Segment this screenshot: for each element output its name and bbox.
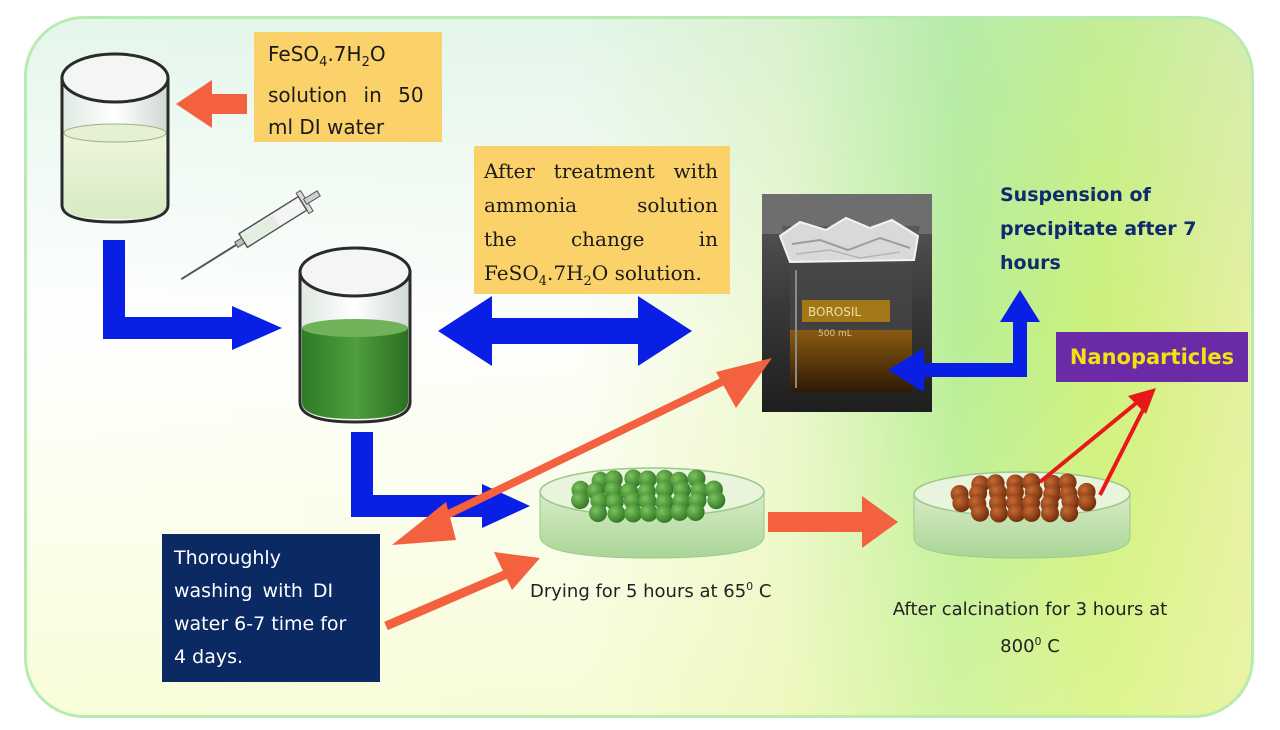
ammonia-treatment-box: After treatment with ammonia solution th… <box>474 146 730 294</box>
double-arrow-to-photo <box>438 296 692 366</box>
green-bead <box>607 504 626 523</box>
washing-line4: 4 days. <box>174 646 244 668</box>
arrow-washing-to-dish <box>384 552 540 631</box>
arrow-beaker1-to-beaker2 <box>103 240 282 350</box>
green-bead <box>571 491 590 510</box>
calcination-line2: 8000 C <box>1000 635 1060 657</box>
nanoparticles-box: Nanoparticles <box>1056 332 1248 382</box>
washing-box: Thoroughly washing with DI water 6-7 tim… <box>162 534 380 682</box>
calcination-caption: After calcination for 3 hours at 8000 C <box>870 594 1190 663</box>
photo-label-brand: BOROSIL <box>808 305 861 319</box>
ammonia-line2: ammonia solution <box>484 193 718 217</box>
suspension-line3: hours <box>1000 252 1061 274</box>
brown-bead <box>1022 503 1041 522</box>
green-bead <box>686 503 705 521</box>
ammonia-line1: After treatment with <box>484 159 718 183</box>
suspension-line1: Suspension of <box>1000 184 1151 206</box>
washing-line3: water 6-7 time for <box>174 613 347 635</box>
feso4-line1: FeSO4.7H2O <box>268 42 386 70</box>
nanoparticles-label: Nanoparticles <box>1069 345 1235 369</box>
washing-line2: washing with DI <box>174 580 334 602</box>
green-bead <box>623 491 642 510</box>
green-bead <box>655 504 674 523</box>
feso4-solution-box: FeSO4.7H2O solution in 50 ml DI water <box>254 32 442 142</box>
beaker-icon <box>60 52 170 224</box>
brown-bead <box>1007 504 1026 522</box>
green-bead <box>624 504 643 523</box>
arrow-photo-to-washing <box>392 358 772 545</box>
green-bead <box>707 491 726 510</box>
ammonia-line3: the change in <box>484 227 718 251</box>
green-bead <box>670 502 689 521</box>
brown-bead <box>952 494 971 513</box>
petri-dish-icon <box>539 467 765 559</box>
arrow-into-beaker <box>176 80 247 128</box>
beaker-photo: BOROSIL 500 mL <box>762 194 932 412</box>
feso4-line2: solution in 50 <box>268 83 424 107</box>
ammonia-line4: FeSO4.7H2O solution. <box>484 261 702 289</box>
photo-label-volume: 500 mL <box>818 329 852 339</box>
washing-line1: Thoroughly <box>174 547 281 569</box>
brown-bead <box>971 503 989 522</box>
green-bead <box>655 480 674 499</box>
brown-bead <box>1078 493 1097 512</box>
green-bead <box>639 503 658 522</box>
arrows-to-nanoparticles <box>1038 388 1156 496</box>
brown-bead <box>989 504 1008 523</box>
syringe-icon <box>180 189 352 311</box>
drying-caption: Drying for 5 hours at 650 C <box>530 580 772 602</box>
suspension-caption: Suspension of precipitate after 7 hours <box>1000 178 1220 280</box>
calcination-line1: After calcination for 3 hours at <box>892 599 1168 620</box>
green-bead <box>589 504 607 523</box>
brown-bead <box>1060 504 1079 523</box>
brown-bead <box>1041 504 1059 523</box>
petri-dish-icon <box>913 471 1131 559</box>
arrow-photo-to-suspension <box>888 290 1040 392</box>
beaker-icon <box>298 246 412 424</box>
arrow-dish-to-calcined-dish <box>768 496 898 548</box>
feso4-line3: ml DI water <box>268 115 385 139</box>
suspension-line2: precipitate after 7 <box>1000 218 1197 240</box>
